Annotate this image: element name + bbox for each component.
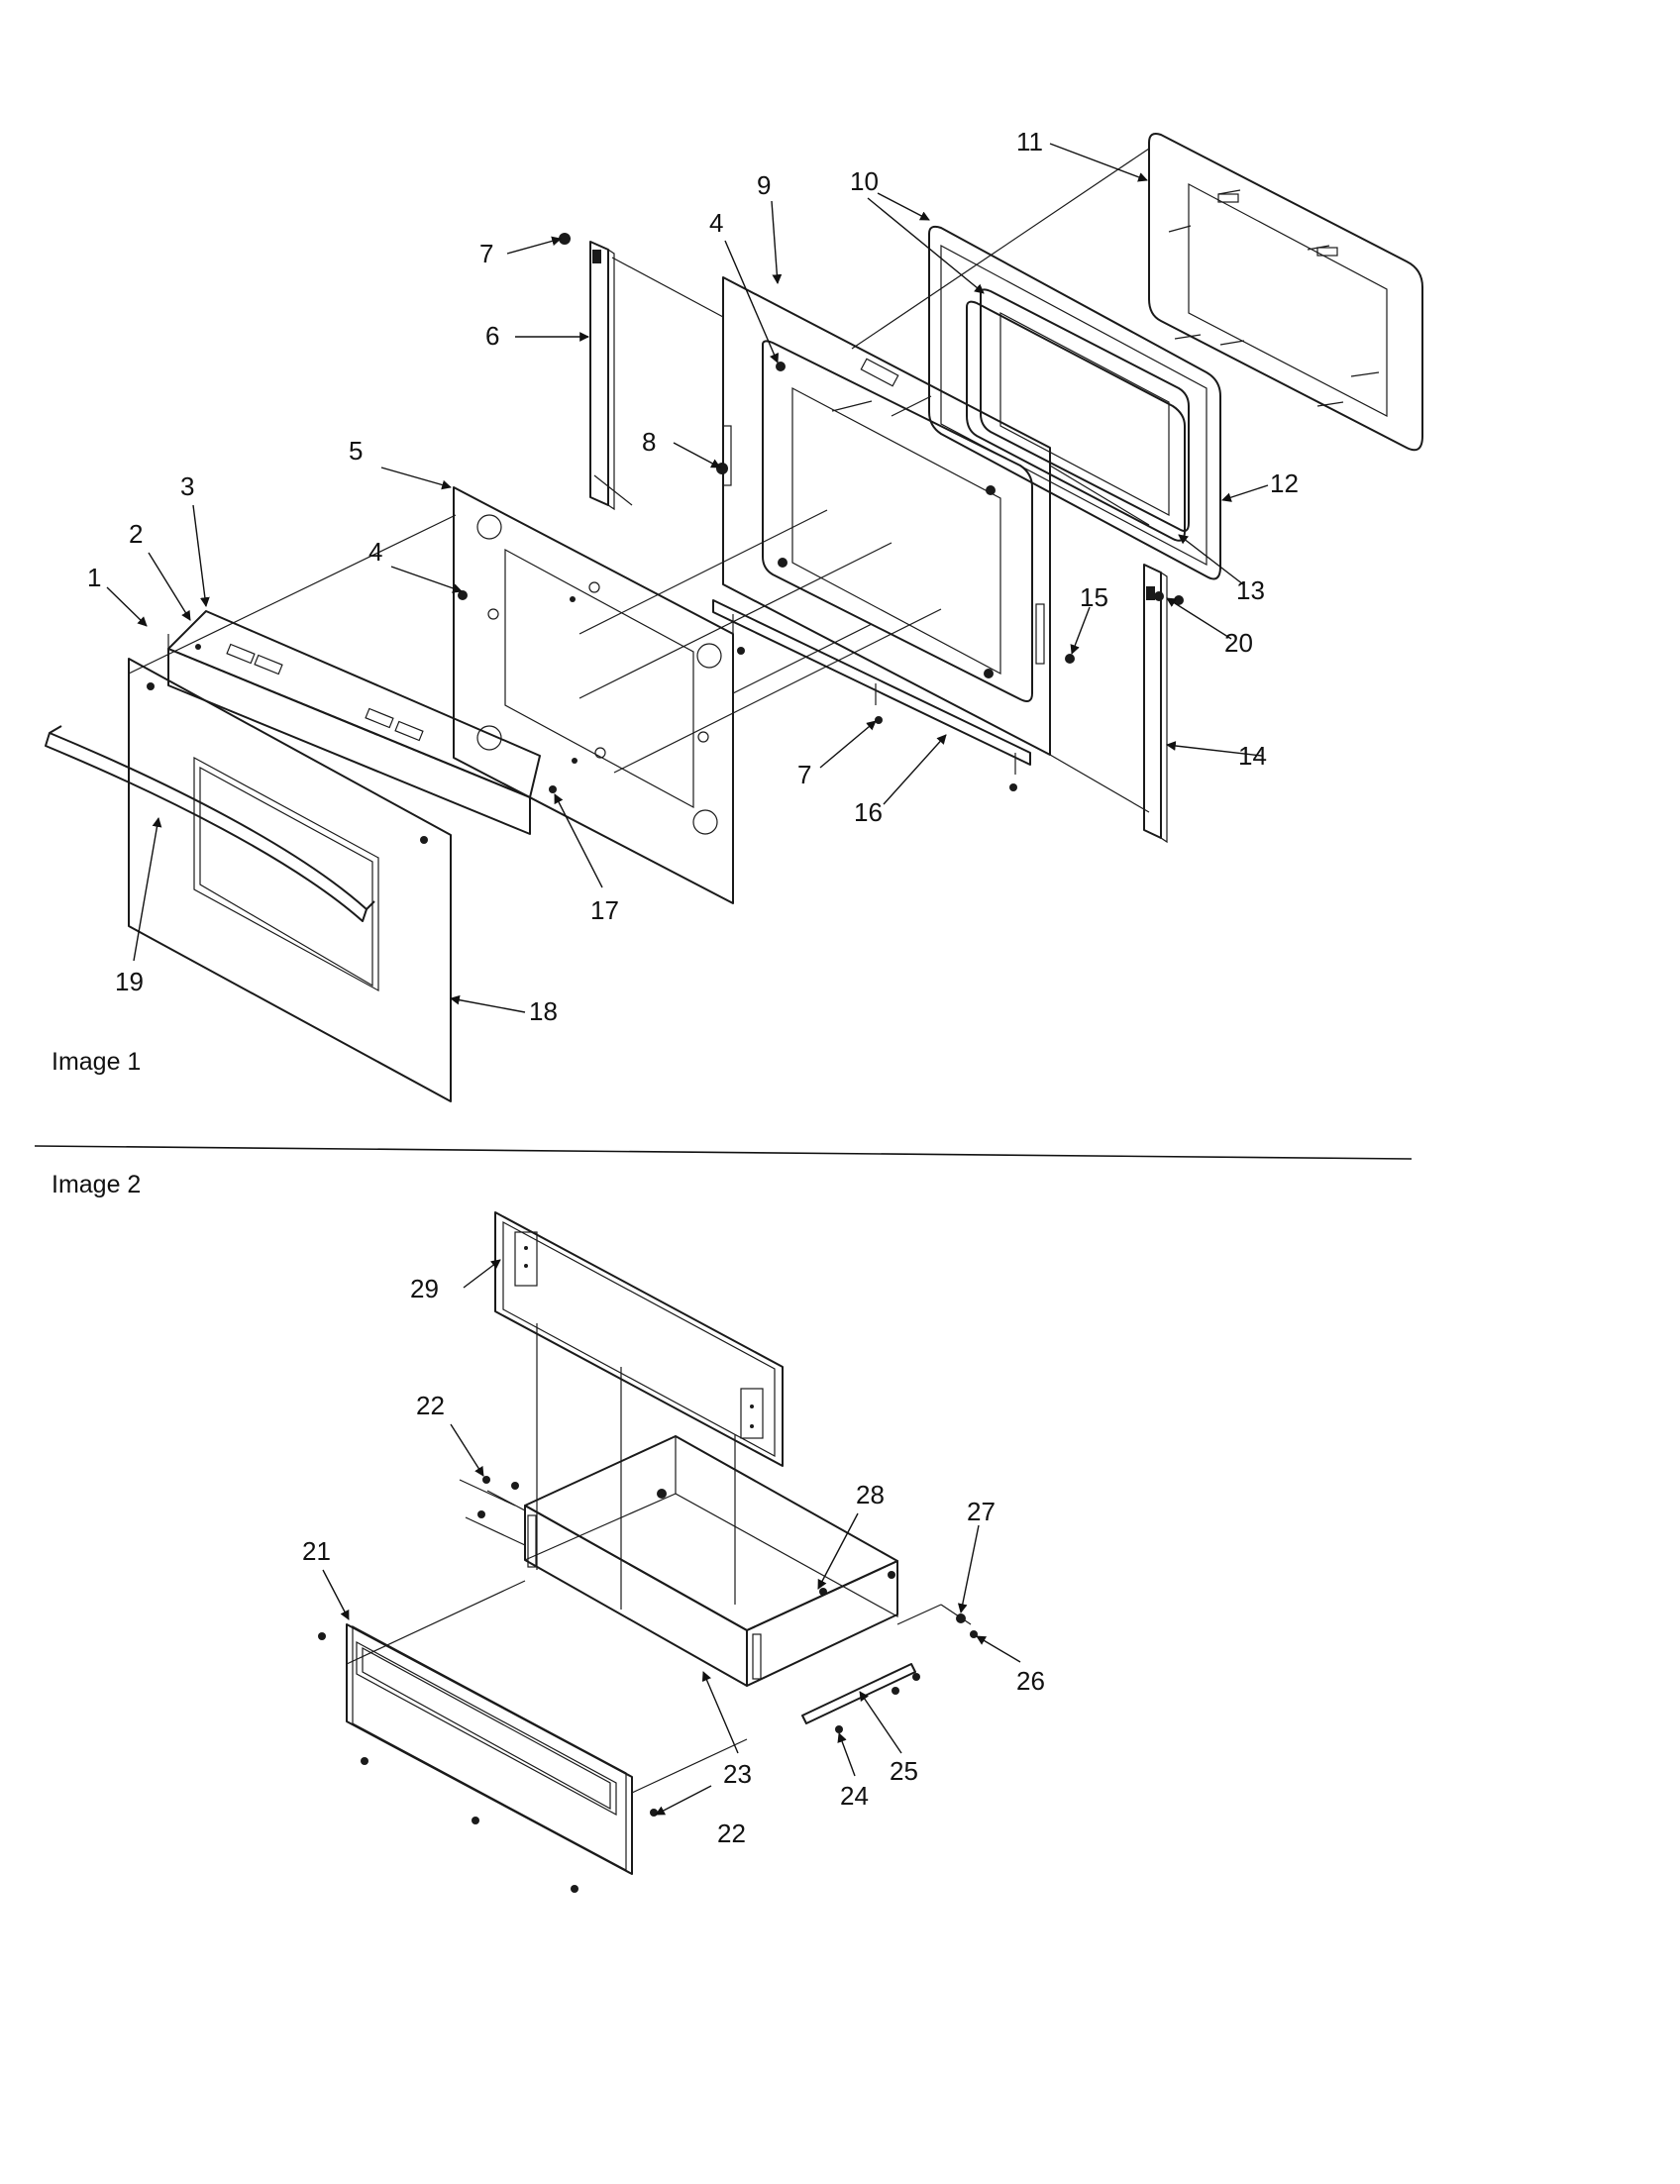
callout-3: 3	[180, 471, 194, 501]
caption-image1: Image 1	[52, 1048, 141, 1076]
callout-19: 19	[115, 967, 144, 996]
caption-image2: Image 2	[52, 1171, 141, 1198]
callout-22b: 22	[717, 1819, 746, 1848]
door-handle	[45, 725, 375, 922]
drawer-slide-rail	[801, 1663, 916, 1724]
callout-7b: 7	[797, 760, 811, 789]
callout-20: 20	[1224, 628, 1253, 658]
drawer-front	[346, 1623, 633, 1875]
callouts-image2: 21 22 22 23 24 25 26 27 28 29	[302, 1274, 1045, 1848]
callout-21: 21	[302, 1536, 331, 1566]
inner-frame	[453, 486, 734, 904]
callout-26: 26	[1016, 1666, 1045, 1696]
callout-16: 16	[854, 797, 883, 827]
callout-24: 24	[840, 1781, 869, 1811]
callout-7a: 7	[479, 239, 493, 268]
image2-drawer: Image 2	[52, 1171, 1045, 1893]
bottom-bracket	[712, 599, 1031, 775]
drawer-screws	[318, 1476, 978, 1893]
glass-pack	[966, 288, 1190, 542]
callout-14: 14	[1238, 741, 1267, 771]
drawer-assembly-lines	[346, 1323, 972, 1794]
callout-4a: 4	[368, 537, 382, 567]
drawer-leader-lines	[322, 1259, 1021, 1816]
section-divider	[34, 1145, 1413, 1160]
image1-oven-door: 1 2 3 4 4 5 6 7 7 8 9 10 11 12 13 14 15 …	[45, 127, 1423, 1102]
callout-8: 8	[642, 427, 656, 457]
callout-5: 5	[349, 436, 363, 466]
callout-6: 6	[485, 321, 499, 351]
callout-15: 15	[1080, 582, 1108, 612]
callout-22a: 22	[416, 1391, 445, 1420]
callout-4b: 4	[709, 208, 723, 238]
right-hinge-channel	[1143, 564, 1168, 844]
callout-2: 2	[129, 519, 143, 549]
outer-door-panel	[128, 658, 452, 1102]
callout-18: 18	[529, 996, 558, 1026]
drawer-body	[524, 1434, 898, 1687]
assembly-lines	[128, 148, 1150, 813]
callout-10: 10	[850, 166, 879, 196]
outer-glass-frame	[1148, 133, 1423, 452]
leader-lines	[106, 143, 1269, 1013]
callout-13: 13	[1236, 575, 1265, 605]
callouts-image1: 1 2 3 4 4 5 6 7 7 8 9 10 11 12 13 14 15 …	[87, 127, 1299, 1026]
left-hinge-channel	[589, 241, 633, 511]
callout-11: 11	[1016, 127, 1043, 156]
callout-28: 28	[856, 1480, 885, 1509]
callout-25: 25	[890, 1756, 918, 1786]
trim-strip	[167, 610, 541, 835]
callout-12: 12	[1270, 468, 1299, 498]
drawer-back-panel	[494, 1211, 784, 1467]
door-gasket	[928, 225, 1221, 580]
callout-29: 29	[410, 1274, 439, 1303]
callout-17: 17	[590, 895, 619, 925]
callout-27: 27	[967, 1497, 996, 1526]
callout-23: 23	[723, 1759, 752, 1789]
callout-9: 9	[757, 170, 771, 200]
callout-1: 1	[87, 563, 101, 592]
